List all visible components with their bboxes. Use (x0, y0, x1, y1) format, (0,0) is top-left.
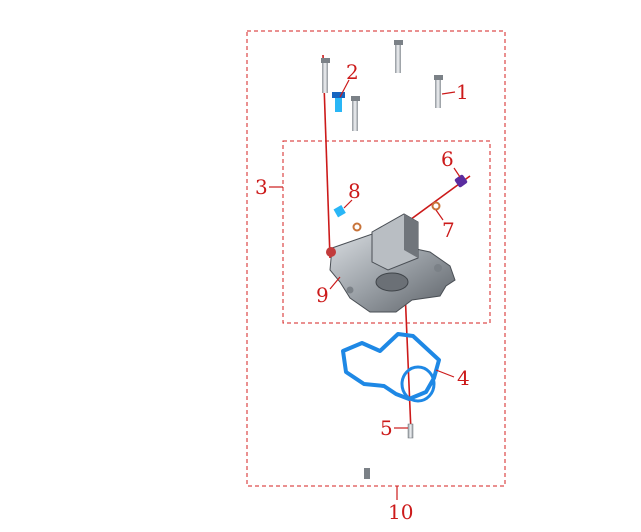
callout-9: 9 (316, 283, 329, 307)
leader-9 (329, 276, 341, 290)
leader-6 (453, 167, 461, 178)
callout-2: 2 (346, 60, 359, 84)
callout-6: 6 (441, 147, 454, 171)
outer-assembly-border (246, 30, 506, 487)
leader-2 (339, 79, 350, 98)
bolt-right (434, 75, 443, 108)
washer-orange-left (352, 222, 362, 232)
leader-1 (441, 91, 456, 95)
gasket-ring (400, 365, 436, 403)
leader-4 (435, 369, 455, 378)
callout-1: 1 (456, 80, 469, 104)
washer-orange-right (431, 201, 441, 211)
callout-8: 8 (348, 179, 361, 203)
axis-line-vertical (404, 289, 412, 433)
bolt-left (321, 58, 330, 93)
bolt-middle (351, 96, 360, 131)
pin-cyan (333, 205, 346, 218)
leader-7 (435, 209, 444, 221)
inner-assembly-border (282, 140, 491, 324)
dowel-pin (407, 423, 414, 439)
callout-10: 10 (388, 500, 413, 524)
callout-7: 7 (442, 218, 455, 242)
flange-bolt-cyan (332, 92, 345, 112)
bolt-top (394, 40, 403, 73)
main-housing (326, 213, 456, 313)
callout-5: 5 (380, 416, 393, 440)
bleeder-screw-purple (454, 174, 468, 188)
callout-3: 3 (255, 175, 268, 199)
callout-4: 4 (457, 366, 470, 390)
cover-gasket (341, 332, 441, 401)
leader-8 (343, 199, 353, 209)
dowel-pin-bottom (364, 468, 370, 479)
